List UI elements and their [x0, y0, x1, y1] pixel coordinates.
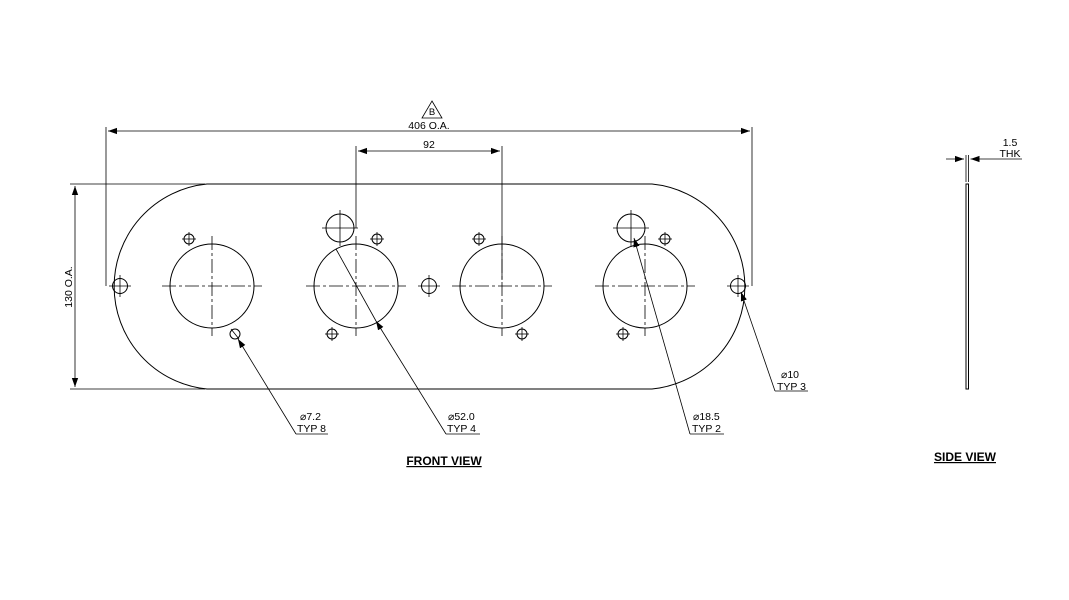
- front-view-title: FRONT VIEW: [406, 454, 482, 468]
- small-hole: [515, 327, 529, 341]
- side-view-plate-edge: [965, 183, 969, 390]
- callout-typ-label: TYP 2: [692, 423, 721, 435]
- diameter-icon: ⌀: [448, 411, 455, 423]
- large-hole-2: [306, 236, 406, 336]
- callout-typ-label: TYP 8: [297, 423, 326, 435]
- thickness-value: 1.5: [1003, 137, 1018, 149]
- callout-hole-18-5: ⌀18.5 TYP 2: [692, 411, 721, 435]
- callout-hole-7-2: ⌀7.2 TYP 8: [297, 411, 326, 435]
- svg-text:⌀10: ⌀10: [781, 369, 799, 381]
- svg-text:⌀7.2: ⌀7.2: [300, 411, 321, 423]
- callout-dia-value: 18.5: [699, 411, 720, 423]
- small-hole: [182, 232, 196, 246]
- small-hole: [325, 327, 339, 341]
- large-hole-3: [452, 236, 552, 336]
- revision-flag-text: B: [429, 107, 435, 118]
- mounting-hole-center: [418, 275, 440, 297]
- overall-height-label: 130 O.A.: [63, 266, 75, 307]
- medium-hole-1: [322, 210, 358, 246]
- small-hole: [472, 232, 486, 246]
- callout-hole-52: ⌀52.0 TYP 4: [447, 411, 476, 435]
- small-hole: [658, 232, 672, 246]
- svg-text:⌀52.0: ⌀52.0: [448, 411, 475, 423]
- leaders: [237, 237, 808, 435]
- callout-hole-10: ⌀10 TYP 3: [777, 369, 806, 393]
- small-hole: [370, 232, 384, 246]
- revision-triangle-icon: B: [421, 100, 443, 119]
- large-hole-4: [595, 236, 695, 336]
- callout-dia-value: 7.2: [306, 411, 321, 423]
- mounting-hole-right: [727, 275, 749, 297]
- small-hole: [616, 327, 630, 341]
- plate-outline: [113, 183, 746, 390]
- side-view: 1.5 THK SIDE VIEW: [934, 137, 1022, 464]
- small-hole: [229, 328, 241, 340]
- callout-dia-value: 52.0: [454, 411, 475, 423]
- medium-hole-2: [613, 210, 649, 246]
- pitch-label: 92: [423, 139, 435, 151]
- diameter-icon: ⌀: [300, 411, 307, 423]
- callout-typ-label: TYP 4: [447, 423, 476, 435]
- overall-height-dimension: 130 O.A.: [63, 183, 205, 390]
- small-holes: [182, 232, 672, 341]
- diameter-icon: ⌀: [781, 369, 788, 381]
- svg-text:⌀18.5: ⌀18.5: [693, 411, 720, 423]
- large-hole-1: [162, 236, 262, 336]
- mounting-hole-left: [109, 275, 131, 297]
- pitch-dimension: 92: [355, 139, 503, 280]
- callout-typ-label: TYP 3: [777, 381, 806, 393]
- thickness-label: THK: [1000, 148, 1021, 160]
- overall-length-label: 406 O.A.: [408, 120, 449, 132]
- callout-dia-value: 10: [787, 369, 799, 381]
- overall-length-dimension: 406 O.A. B: [105, 100, 753, 286]
- front-view: 406 O.A. B 92 130 O.A.: [63, 100, 808, 468]
- side-view-title: SIDE VIEW: [934, 450, 997, 464]
- diameter-icon: ⌀: [693, 411, 700, 423]
